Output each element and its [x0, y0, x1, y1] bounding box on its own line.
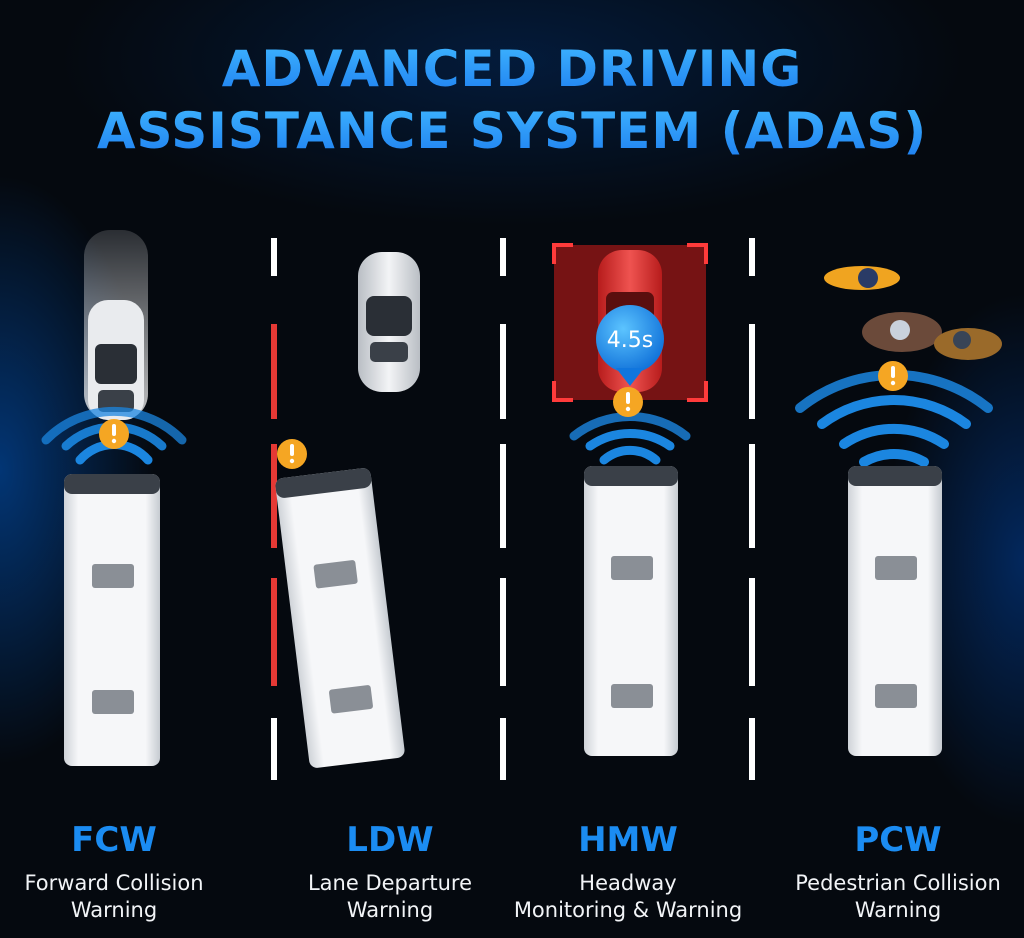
- feature-desc-line-1: Forward Collision: [24, 871, 204, 895]
- hmw-warning-icon: [613, 387, 643, 417]
- feature-desc-line-2: Warning: [346, 898, 434, 922]
- hmw-sensor-waves: [569, 411, 691, 465]
- fcw-bus: [64, 474, 160, 766]
- feature-pcw: PCW Pedestrian Collision Warning: [770, 818, 1024, 924]
- feature-abbr: HMW: [578, 820, 678, 860]
- headway-time-label: 4.5s: [607, 328, 653, 353]
- feature-fcw: FCW Forward Collision Warning: [0, 818, 242, 924]
- feature-abbr: LDW: [346, 820, 434, 860]
- feature-desc-line-1: Lane Departure: [307, 871, 473, 895]
- feature-desc-line-2: Warning: [854, 898, 942, 922]
- feature-desc-line-2: Warning: [70, 898, 158, 922]
- hmw-bus: [584, 466, 678, 756]
- feature-abbr: PCW: [854, 820, 942, 860]
- feature-hmw: HMW Headway Monitoring & Warning: [500, 818, 756, 924]
- fcw-lead-car: [84, 230, 148, 420]
- title-line-2: ASSISTANCE SYSTEM (ADAS): [0, 102, 1024, 160]
- feature-ldw: LDW Lane Departure Warning: [262, 818, 518, 924]
- ldw-warning-icon: [277, 439, 307, 469]
- feature-desc-line-1: Headway: [579, 871, 677, 895]
- pcw-warning-icon: [878, 361, 908, 391]
- pcw-pedestrians: [824, 266, 1002, 360]
- title-line-1: ADVANCED DRIVING: [0, 40, 1024, 98]
- feature-abbr: FCW: [71, 820, 157, 860]
- ldw-car: [358, 252, 420, 392]
- pcw-bus: [848, 466, 942, 756]
- lane-divider-left: [271, 238, 277, 780]
- lane-divider-right: [749, 238, 755, 780]
- feature-desc-line-2: Monitoring & Warning: [513, 898, 743, 922]
- lane-divider-middle: [500, 238, 506, 780]
- hmw-headway-badge: 4.5s: [596, 305, 664, 386]
- ldw-bus: [275, 468, 405, 768]
- feature-desc-line-1: Pedestrian Collision: [795, 871, 1001, 895]
- fcw-warning-icon: [99, 419, 129, 449]
